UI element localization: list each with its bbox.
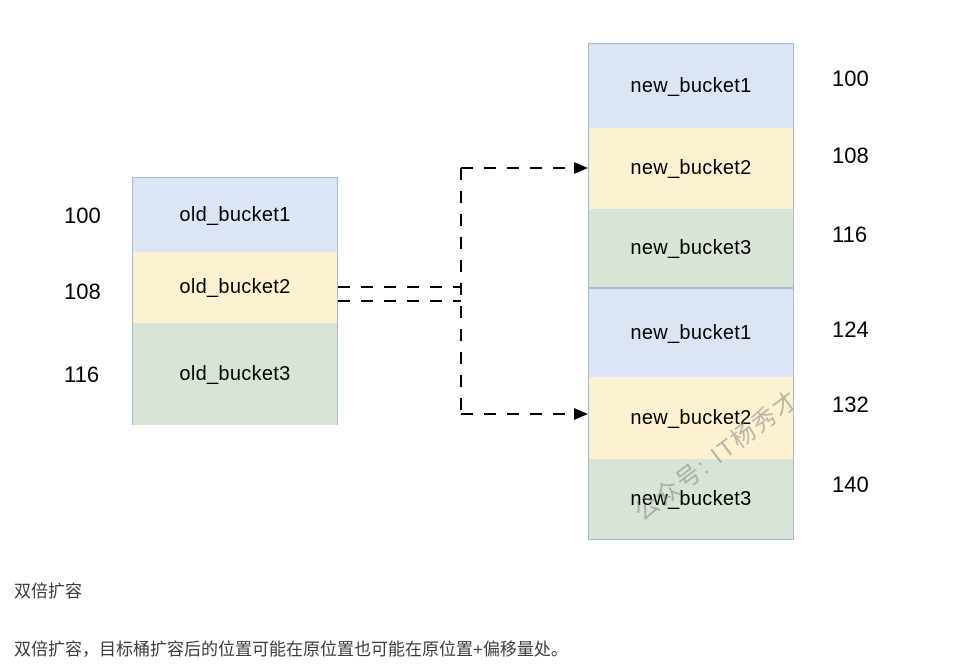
old-bucket3-address: 116 xyxy=(64,362,100,387)
new-bucket3-label: new_bucket3 xyxy=(630,236,752,259)
new-bucket1-label: new_bucket1 xyxy=(630,321,752,344)
new-bucket2-cell-group1: new_bucket2 xyxy=(589,128,793,209)
new-bucket1-cell-group2: new_bucket1 xyxy=(589,289,793,377)
old-bucket3-label: old_bucket3 xyxy=(179,362,291,385)
old-bucket-stack: old_bucket1 old_bucket2 old_bucket3 xyxy=(132,177,338,425)
new-bucket2-label: new_bucket2 xyxy=(630,406,752,429)
old-bucket2-label: old_bucket2 xyxy=(179,276,291,298)
new-bucket2-cell-group2: new_bucket2 xyxy=(589,377,793,459)
arrow-line-to-lower-new-bucket2 xyxy=(461,413,576,415)
old-bucket1-cell: old_bucket1 xyxy=(133,178,337,252)
new-bucket2-address-group1: 108 xyxy=(832,143,869,168)
new-bucket-stack-group2: new_bucket1 new_bucket2 new_bucket3 xyxy=(588,288,794,540)
arrowhead-lower-icon xyxy=(574,408,588,420)
new-bucket3-address-group1: 116 xyxy=(832,222,868,247)
old-bucket2-out-line-lower xyxy=(338,300,461,302)
new-bucket1-label: new_bucket1 xyxy=(630,74,752,97)
arrow-line-to-upper-new-bucket2 xyxy=(461,167,576,169)
old-bucket2-out-line-upper xyxy=(338,286,461,288)
new-bucket3-cell-group2: new_bucket3 xyxy=(589,459,793,539)
new-bucket2-address-group2: 132 xyxy=(832,392,869,417)
new-bucket1-cell-group1: new_bucket1 xyxy=(589,44,793,128)
arrowhead-upper-icon xyxy=(574,162,588,174)
new-bucket-stack-group1: new_bucket1 new_bucket2 new_bucket3 xyxy=(588,43,794,288)
caption-title: 双倍扩容 xyxy=(14,582,82,601)
new-bucket3-cell-group1: new_bucket3 xyxy=(589,209,793,287)
old-bucket3-cell: old_bucket3 xyxy=(133,323,337,425)
new-bucket1-address-group1: 100 xyxy=(832,66,869,91)
old-bucket2-address: 108 xyxy=(64,279,101,304)
old-bucket1-label: old_bucket1 xyxy=(179,203,291,226)
new-bucket1-address-group2: 124 xyxy=(832,317,869,342)
new-bucket2-label: new_bucket2 xyxy=(630,157,752,179)
new-bucket3-label: new_bucket3 xyxy=(630,487,752,510)
old-bucket1-address: 100 xyxy=(64,203,101,228)
new-bucket3-address-group2: 140 xyxy=(832,472,869,497)
old-bucket2-cell: old_bucket2 xyxy=(133,252,337,323)
caption-description: 双倍扩容，目标桶扩容后的位置可能在原位置也可能在原位置+偏移量处。 xyxy=(14,640,568,659)
connector-trunk-line xyxy=(460,168,462,414)
